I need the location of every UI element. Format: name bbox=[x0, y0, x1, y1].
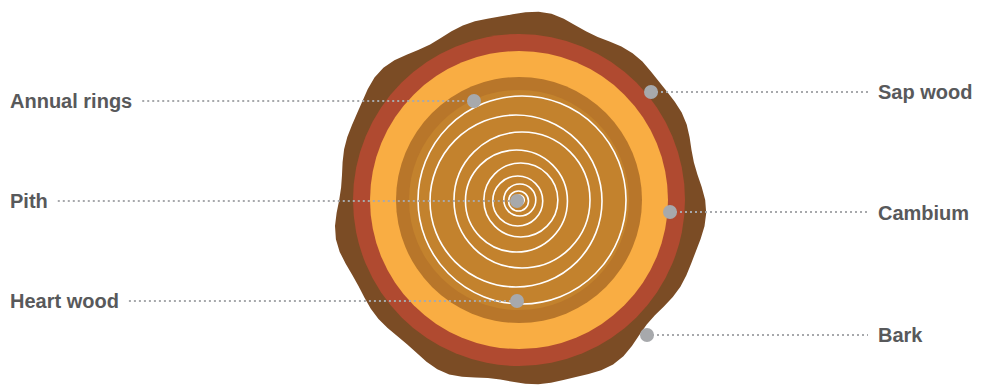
bark-layer bbox=[335, 12, 706, 384]
leader-line bbox=[58, 200, 517, 202]
leader-line bbox=[647, 334, 868, 336]
leader-line bbox=[129, 300, 517, 302]
annual-ring bbox=[430, 115, 602, 287]
leader-line bbox=[651, 91, 868, 93]
leader-dot bbox=[644, 85, 658, 99]
leader-dot bbox=[510, 294, 524, 308]
part-label: Cambium bbox=[878, 201, 969, 225]
leader-lines bbox=[58, 85, 868, 342]
leader-dot bbox=[510, 194, 524, 208]
heartwood-layer bbox=[409, 90, 629, 310]
part-label: Bark bbox=[878, 323, 922, 347]
leader-dot bbox=[467, 94, 481, 108]
leader-line bbox=[142, 100, 474, 102]
annual-ring bbox=[465, 150, 567, 252]
part-label: Sap wood bbox=[878, 80, 972, 104]
leader-line bbox=[670, 211, 868, 213]
part-label: Annual rings bbox=[10, 89, 132, 113]
annual-ring bbox=[493, 176, 543, 226]
part-label: Heart wood bbox=[10, 289, 119, 313]
leader-dot bbox=[640, 328, 654, 342]
annual-ring bbox=[509, 191, 529, 211]
leader-dot bbox=[663, 205, 677, 219]
part-label: Pith bbox=[10, 189, 48, 213]
annual-ring bbox=[484, 163, 558, 237]
